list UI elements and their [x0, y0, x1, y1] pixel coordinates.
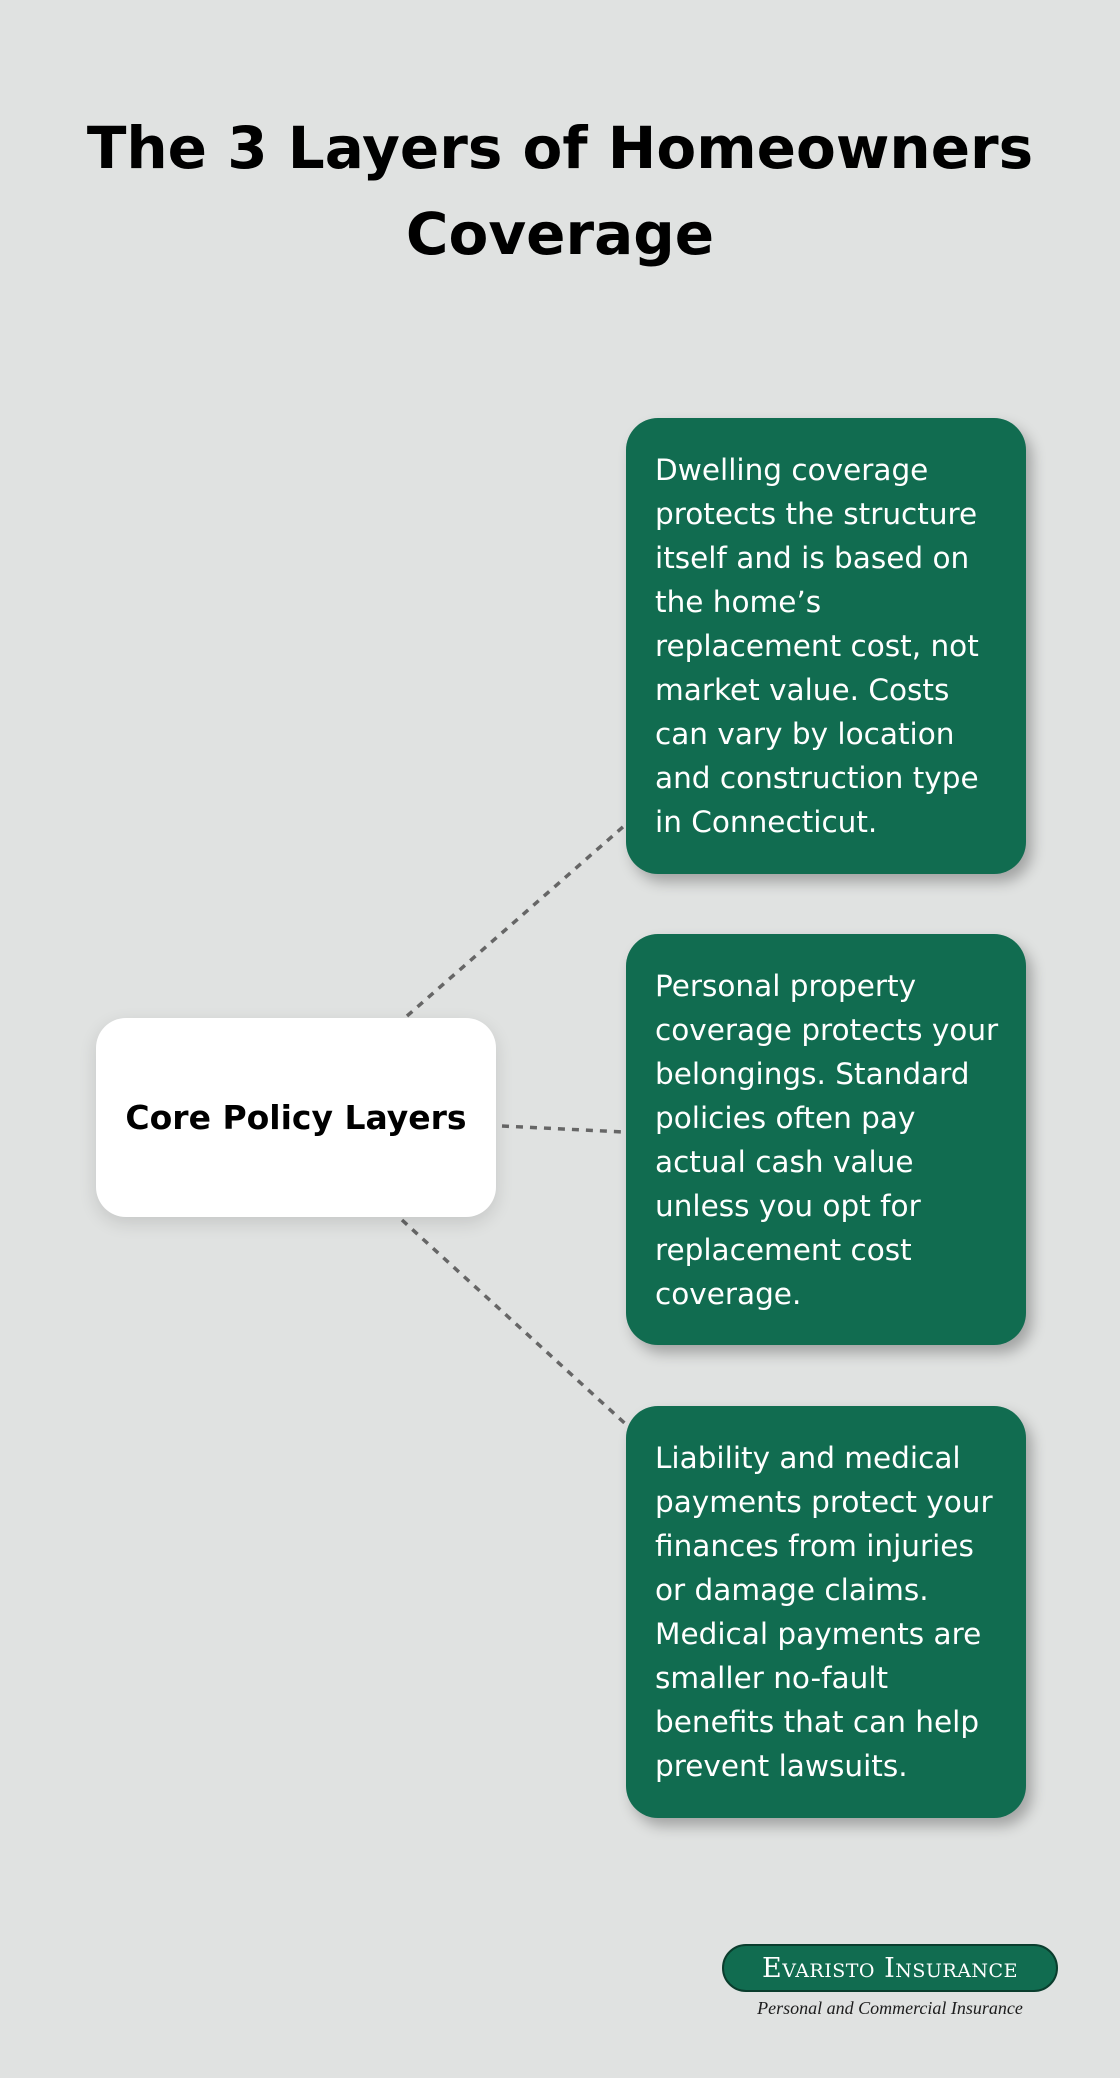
- connector-line-liability: [400, 1218, 632, 1430]
- coverage-card-dwelling: Dwelling coverage protects the structure…: [626, 418, 1026, 874]
- logo-band: Evaristo Insurance: [722, 1944, 1058, 1992]
- logo-name: Evaristo Insurance: [762, 1952, 1018, 1984]
- center-node-label: Core Policy Layers: [125, 1098, 467, 1137]
- connector-line-personal-property: [501, 1124, 625, 1134]
- coverage-card-text: Personal property coverage protects your…: [655, 969, 999, 1311]
- coverage-card-text: Liability and medical payments protect y…: [655, 1441, 993, 1783]
- coverage-card-liability: Liability and medical payments protect y…: [626, 1406, 1026, 1818]
- logo-tagline: Personal and Commercial Insurance: [757, 1998, 1023, 2018]
- center-node: Core Policy Layers: [96, 1018, 496, 1217]
- page-title: The 3 Layers of Homeowners Coverage: [86, 114, 1034, 268]
- coverage-card-personal-property: Personal property coverage protects your…: [626, 934, 1026, 1345]
- company-logo: Evaristo Insurance Personal and Commerci…: [722, 1944, 1058, 2019]
- connector-line-dwelling: [405, 824, 626, 1018]
- coverage-card-text: Dwelling coverage protects the structure…: [655, 453, 979, 839]
